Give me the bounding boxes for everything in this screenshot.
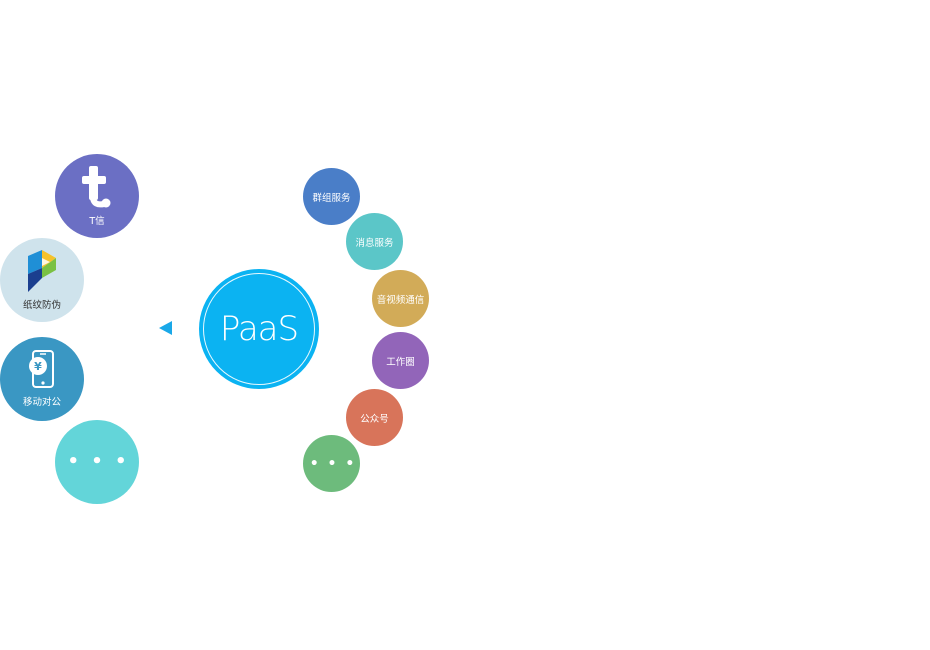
paper-logo-icon: [24, 248, 60, 298]
arrow-left-icon: [159, 321, 172, 335]
service-public-account[interactable]: 公众号: [346, 389, 403, 446]
svg-text:¥: ¥: [34, 360, 42, 373]
service-group[interactable]: 群组服务: [303, 168, 360, 225]
service-group-label: 群组服务: [312, 192, 351, 204]
service-audio-video[interactable]: 音视频通信: [372, 270, 429, 327]
service-more[interactable]: • • •: [303, 435, 360, 492]
service-work-circle[interactable]: 工作圈: [372, 332, 429, 389]
app-paper-anticounterfeit[interactable]: 纸纹防伪: [0, 238, 84, 322]
app-mobile-corporate[interactable]: ¥ 移动对公: [0, 337, 84, 421]
service-work-circle-label: 工作圈: [386, 356, 415, 368]
more-icon: • • •: [309, 455, 357, 472]
app-mobile-label: 移动对公: [22, 397, 61, 408]
app-more[interactable]: • • •: [55, 420, 139, 504]
paas-label: PaaS: [219, 309, 299, 349]
t-letter-icon: [80, 164, 114, 214]
service-message-label: 消息服务: [355, 237, 394, 249]
app-paper-label: 纸纹防伪: [22, 300, 61, 311]
app-tmsg-label: T信: [89, 216, 105, 227]
mobile-yuan-icon: ¥: [27, 349, 57, 395]
paas-inner-ring: [203, 273, 315, 385]
service-public-account-label: 公众号: [360, 413, 389, 425]
app-tmsg[interactable]: T信: [55, 154, 139, 238]
more-icon: • • •: [67, 451, 130, 472]
service-audio-video-label: 音视频通信: [376, 294, 425, 306]
service-message[interactable]: 消息服务: [346, 213, 403, 270]
paas-core[interactable]: PaaS: [199, 269, 319, 389]
